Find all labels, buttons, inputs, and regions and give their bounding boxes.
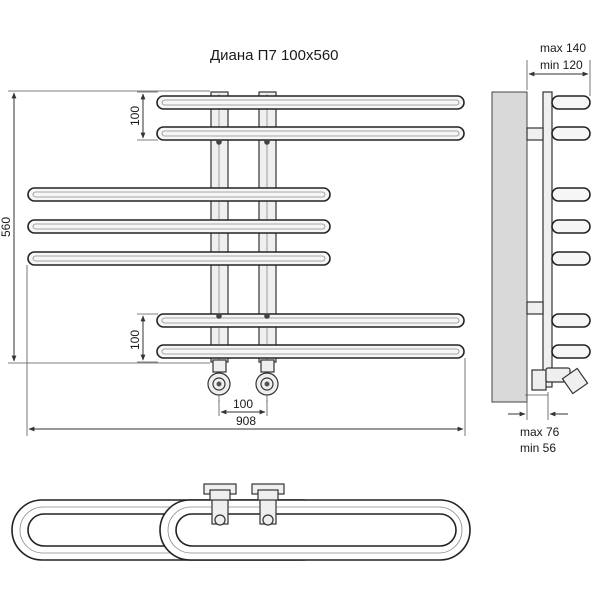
dimension-height: 560 [0,90,210,364]
top-valve-left [203,483,237,526]
bar-6 [156,313,465,328]
bar-7 [156,344,465,359]
dimension-wall-max-label: max 76 [520,425,560,439]
valve-right [255,359,279,402]
dimension-side-depth: max 140 min 120 [526,41,591,96]
side-bar-ends [551,95,591,359]
side-valve [525,367,589,396]
bar-4 [27,219,331,234]
bar-5 [27,251,331,266]
horizontal-bars [27,95,465,359]
bar-3 [27,187,331,202]
top-valve-right [251,483,285,526]
drawing-title: Диана П7 100x560 [210,47,339,64]
dimension-top-spacing: 100 [128,91,158,141]
dimension-side-min-label: min 120 [540,58,583,72]
dimension-wall-distance: max 76 min 56 [508,392,568,455]
wall [491,91,528,403]
side-brackets [526,127,544,315]
bar-1 [156,95,465,110]
dimension-connection-spacing: 100 [218,397,268,416]
mounting-points [216,139,270,319]
bar-2 [156,126,465,141]
dimension-width-label: 908 [236,414,256,428]
dimension-width: 908 [26,265,466,436]
dimension-side-max-label: max 140 [540,41,586,55]
dimension-wall-min-label: min 56 [520,441,556,455]
dimension-top-spacing-label: 100 [128,106,142,126]
front-view: 560 100 100 100 908 [0,90,466,436]
dimension-connection-spacing-label: 100 [233,397,253,411]
side-view: max 140 min 120 max 76 min 56 [491,41,591,455]
dimension-bottom-spacing-label: 100 [128,330,142,350]
valve-left [207,359,231,402]
dimension-bottom-spacing: 100 [128,313,158,363]
top-view [11,483,471,561]
dimension-height-label: 560 [0,217,13,237]
